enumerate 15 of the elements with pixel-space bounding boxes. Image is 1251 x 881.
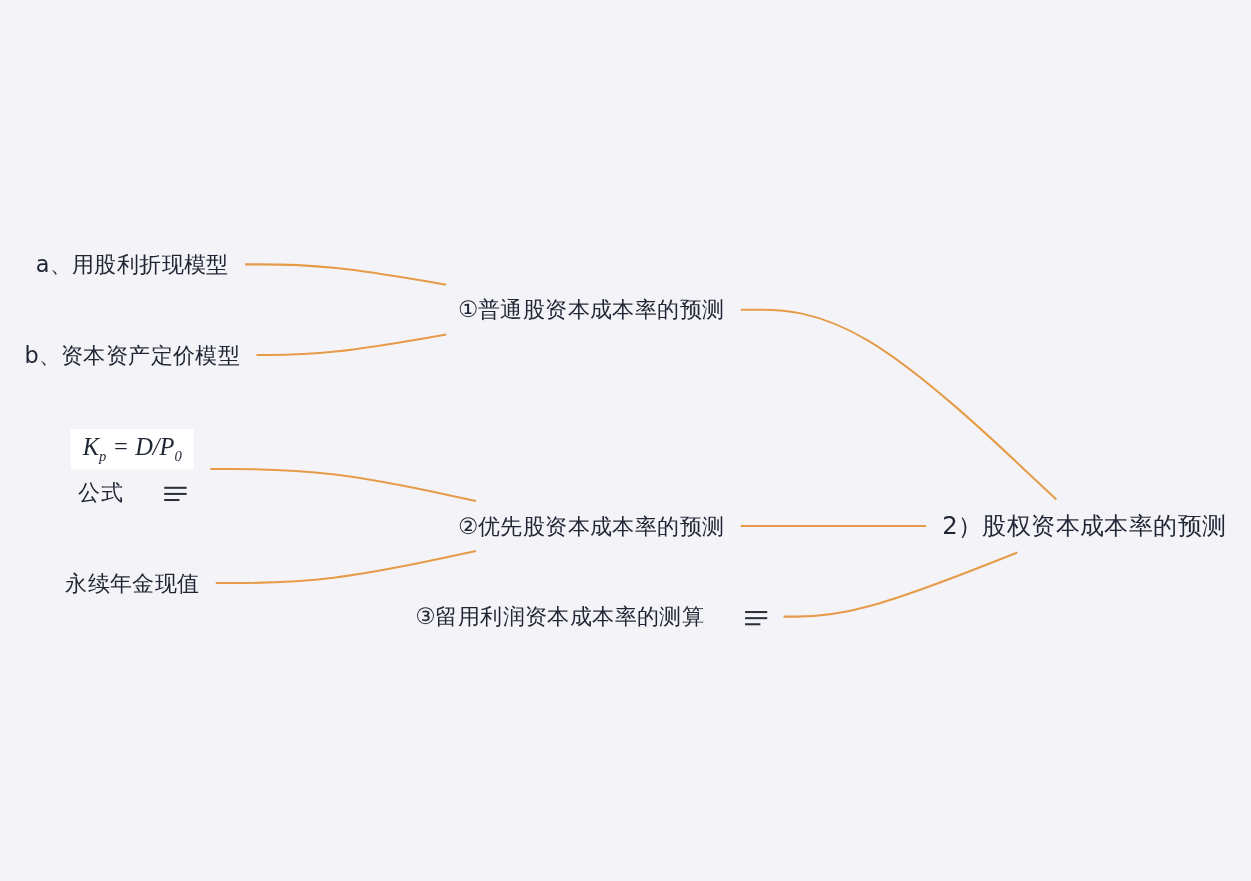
node-label: ③留用利润资本成本率的测算	[415, 603, 705, 630]
connector	[783, 551, 1018, 618]
node-text: a、用股利折现模型	[35, 251, 229, 278]
connector	[740, 525, 926, 528]
node-label: 公式	[78, 479, 124, 506]
node-text: ②优先股资本成本率的预测	[458, 513, 725, 539]
node-text: 永续年金现值	[65, 570, 200, 596]
connector	[245, 263, 447, 286]
connector	[740, 308, 1058, 501]
node-text: ①普通股资本成本率的预测	[458, 296, 725, 323]
connector	[215, 549, 477, 585]
node-text: 2）股权资本成本率的预测	[942, 511, 1227, 541]
connector	[210, 468, 477, 503]
node-text: b、资本资产定价模型	[24, 342, 241, 368]
connector	[256, 333, 447, 356]
